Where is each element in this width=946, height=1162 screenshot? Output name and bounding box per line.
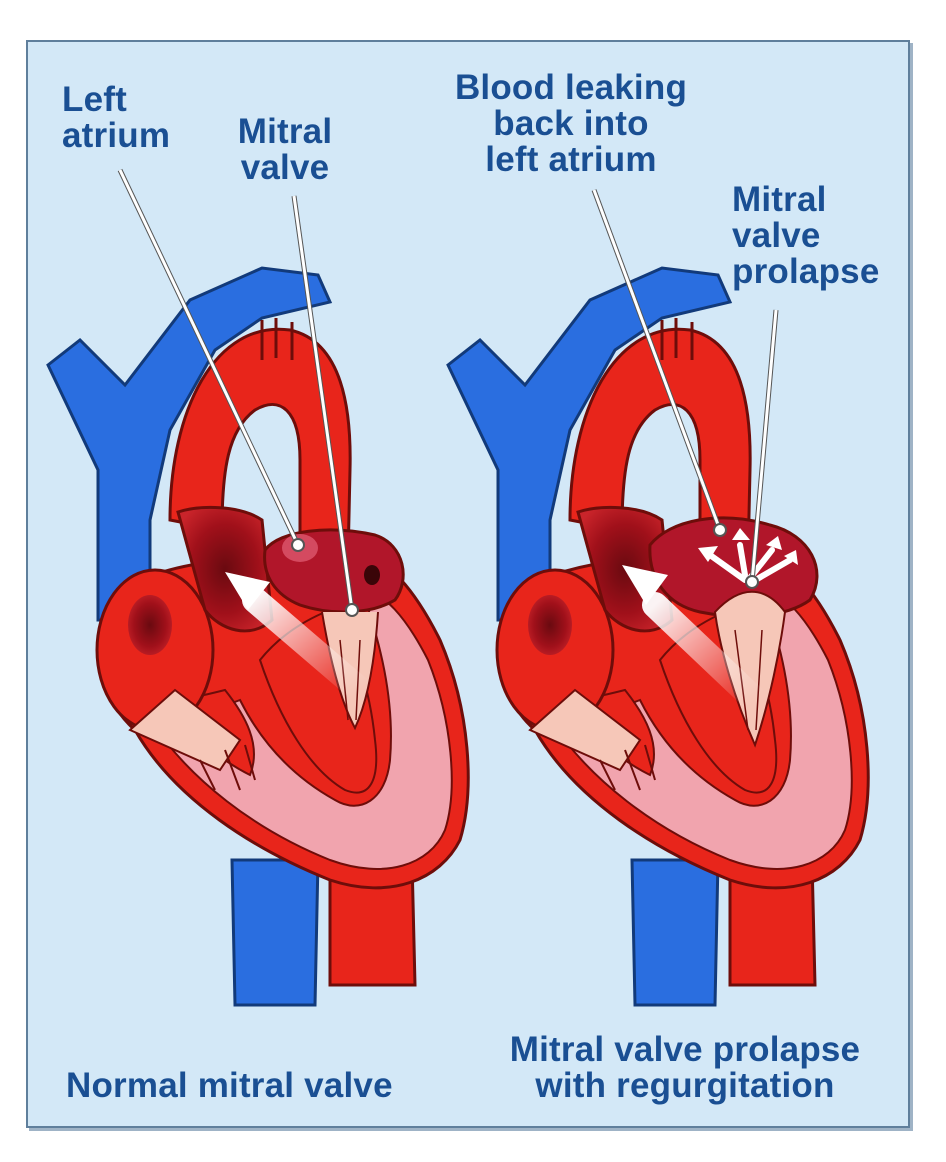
leader-dots (291, 523, 759, 617)
normal-heart (46, 266, 470, 1007)
caption-normal: Normal mitral valve (66, 1066, 393, 1105)
callout-left-atrium: Left atrium (62, 80, 171, 155)
prolapse-heart (446, 266, 870, 1007)
callout-mitral-valve-prolapse: Mitral valve prolapse (732, 180, 880, 291)
caption-prolapse: Mitral valve prolapse with regurgitation (509, 1030, 861, 1105)
callout-blood-leaking: Blood leaking back into left atrium (454, 68, 688, 179)
callout-mitral-valve: Mitral valve (237, 112, 333, 187)
leader-lines (117, 168, 779, 611)
